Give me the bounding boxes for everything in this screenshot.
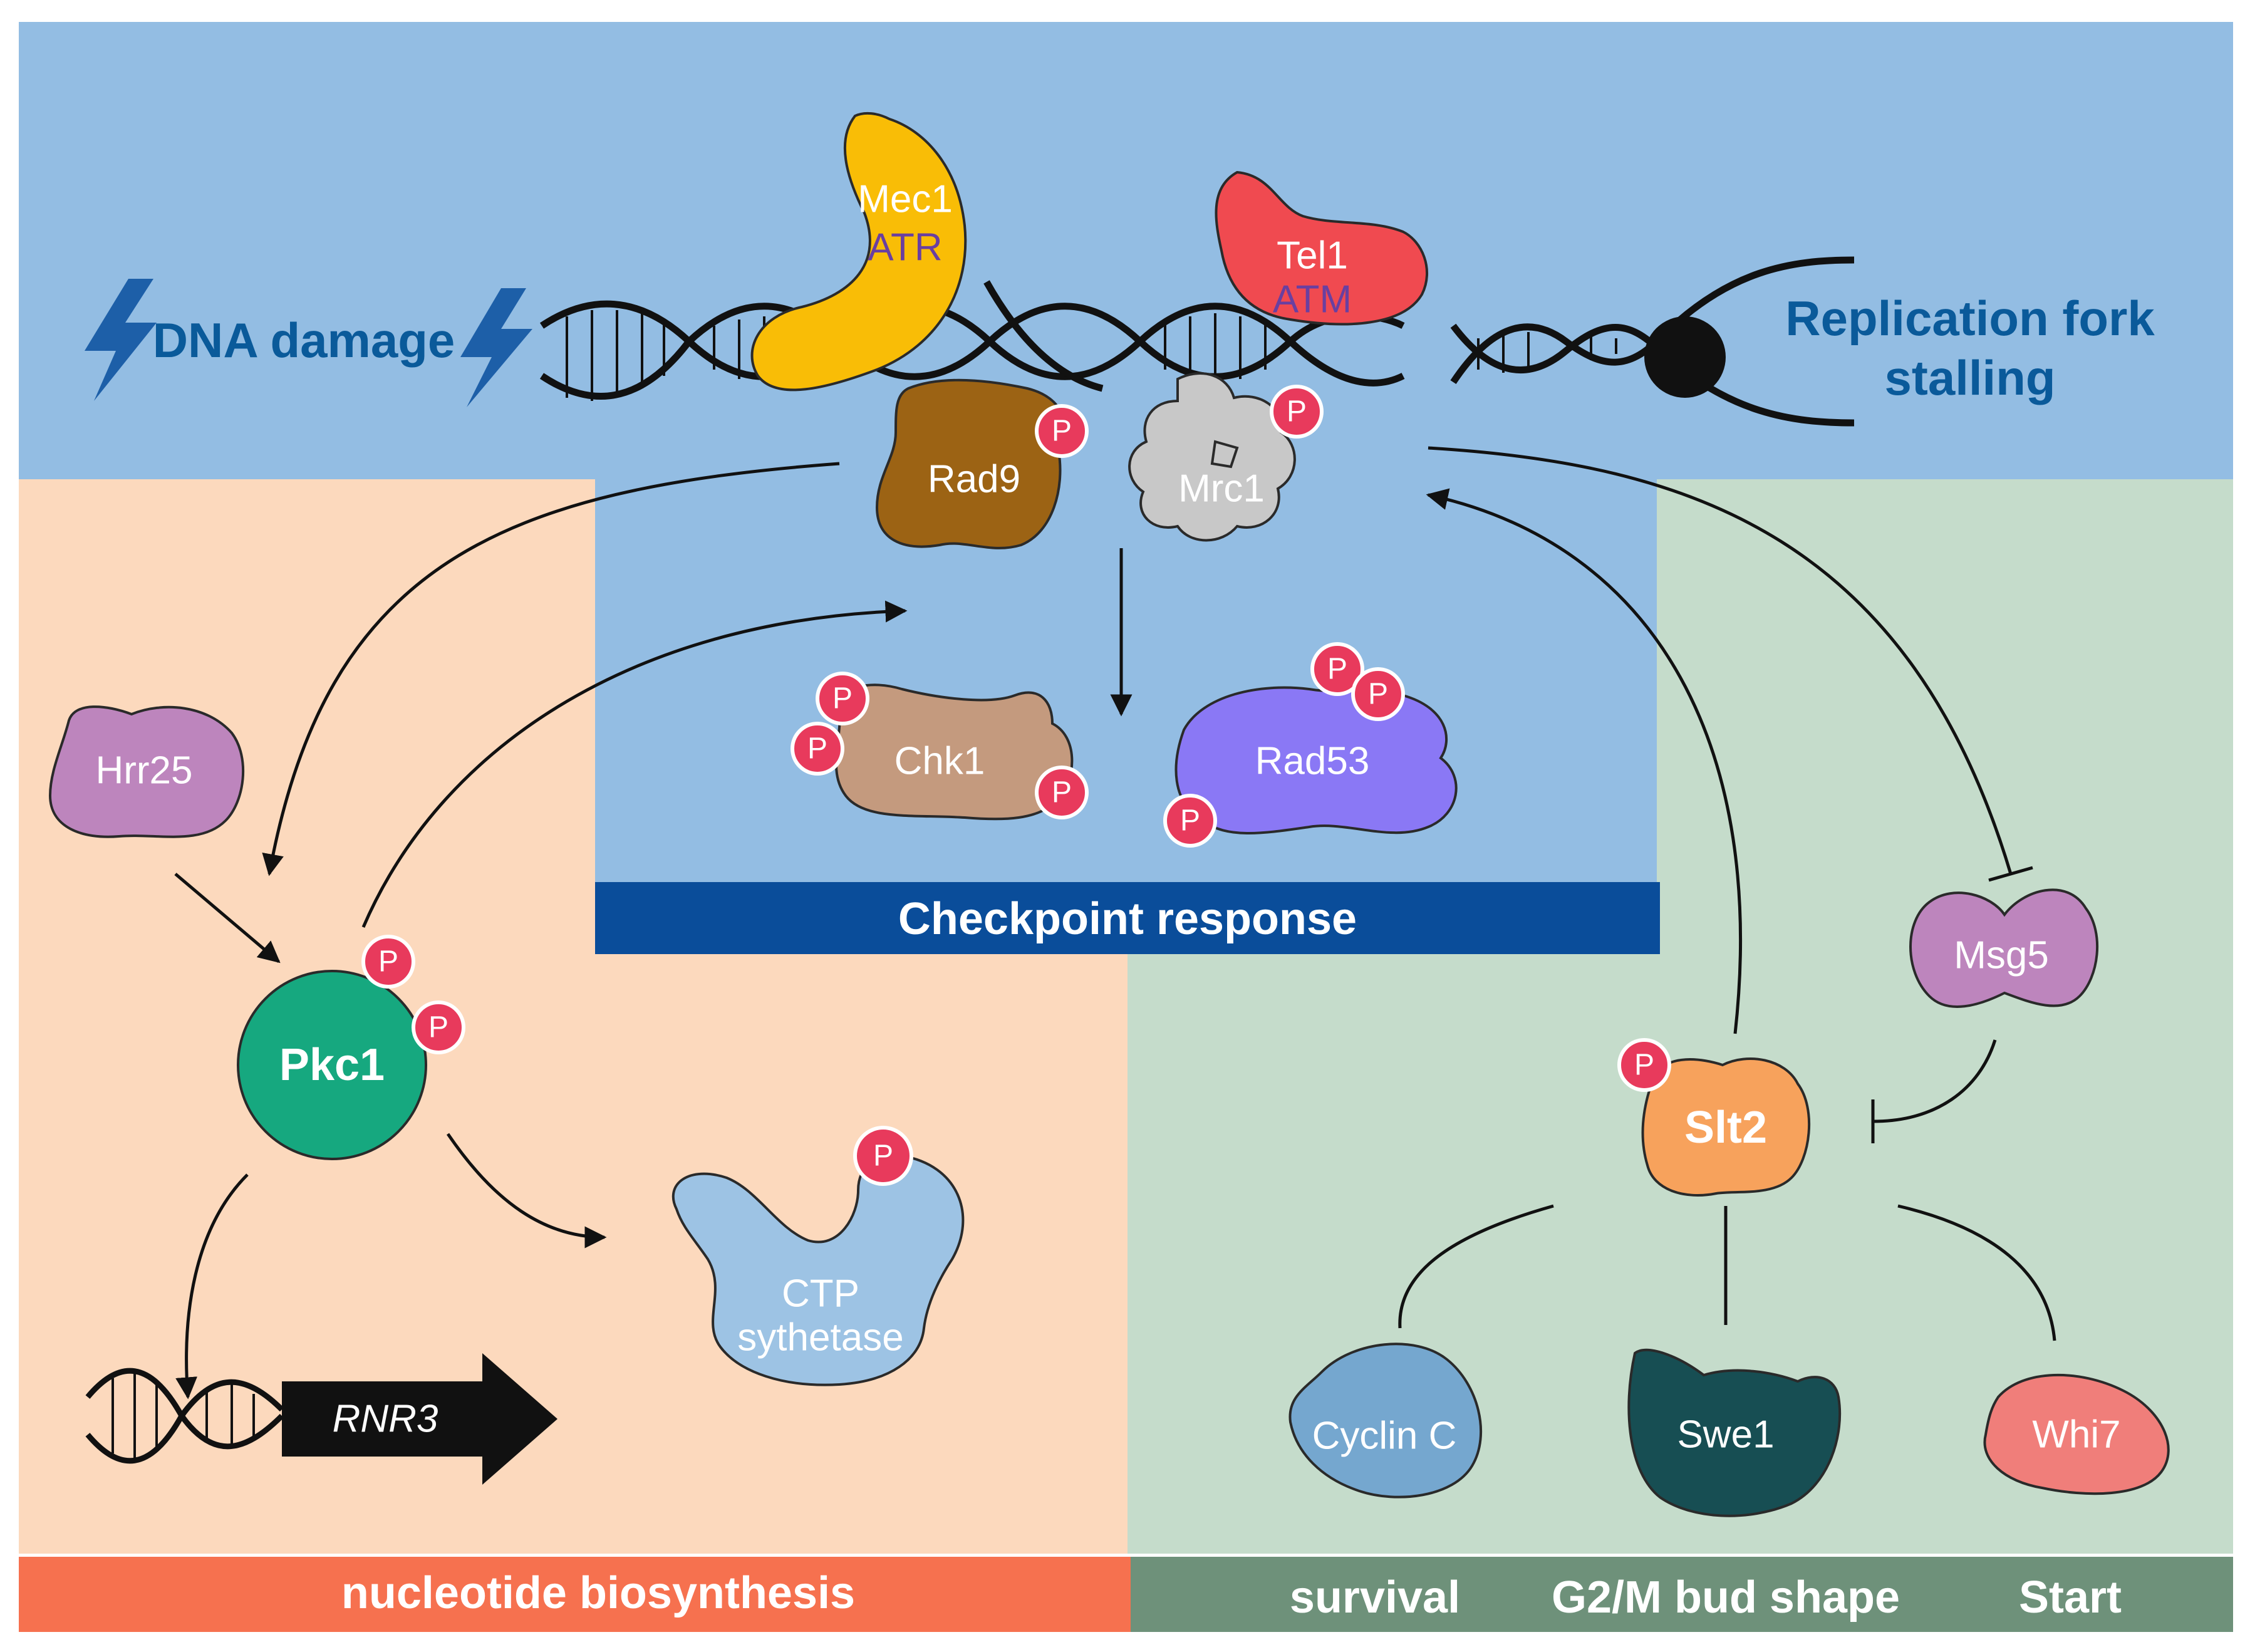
chk1-phospho-3 [1035, 766, 1089, 819]
dna-helix [539, 256, 1855, 427]
hrr25-label: Hrr25 [95, 749, 192, 792]
rad9-label: Rad9 [928, 458, 1020, 501]
replication-fork-block-icon [1644, 316, 1726, 398]
hrr25-protein [48, 705, 245, 838]
survival-label: survival [1290, 1572, 1460, 1623]
g2m-label: G2/M bud shape [1552, 1572, 1900, 1623]
rad9-phospho [1035, 404, 1089, 458]
mrc1-phospho [1270, 385, 1324, 439]
link-slt2-to-cyclin-c [1398, 1204, 1554, 1329]
rnr3-gene-dna [85, 1368, 284, 1464]
arrow-rad9-to-pkc1 [262, 462, 840, 876]
green-bar [1131, 1557, 2233, 1632]
pkc1-label: Pkc1 [279, 1040, 385, 1090]
chk1-phospho-1-label: P [832, 682, 853, 715]
lightning-icon-right [460, 288, 532, 407]
arrow-pkc1-to-rnr3 [175, 1173, 249, 1400]
pkc1-protein [237, 970, 427, 1160]
slt2-label: Slt2 [1684, 1103, 1767, 1153]
start-label: Start [2019, 1572, 2122, 1623]
swe1-label: Swe1 [1677, 1413, 1774, 1457]
arrow-pkc1-to-ctp [446, 1133, 607, 1249]
rad53-phospho-2 [1351, 667, 1405, 721]
rad53-phospho-3 [1163, 794, 1217, 848]
rad9-phospho-label: P [1052, 415, 1072, 448]
rad53-label: Rad53 [1255, 740, 1370, 783]
msg5-protein [1909, 888, 2099, 1008]
rad53-phospho-1 [1310, 642, 1364, 696]
pkc1-phospho-2 [412, 1000, 465, 1054]
chk1-phospho-2-label: P [807, 732, 827, 766]
atr-label: ATR [868, 226, 942, 269]
slt2-phospho-label: P [1634, 1049, 1654, 1082]
pkc1-phospho-2-label: P [428, 1011, 448, 1044]
ctp-label-line2: sythetase [737, 1316, 903, 1359]
checkpoint-bar-label: Checkpoint response [898, 894, 1357, 944]
link-slt2-to-whi7 [1897, 1204, 2056, 1341]
inhibit-msg5-bar [1988, 866, 2033, 882]
mec1-protein [750, 112, 967, 392]
pkc1-phospho-1-label: P [378, 945, 398, 979]
inhibit-checkpoint-to-msg5 [1428, 446, 2013, 875]
ctp-label-line1: CTP [782, 1272, 859, 1316]
fork-stalling-label-line2: stalling [1884, 350, 2055, 405]
tel1-label: Tel1 [1277, 234, 1348, 278]
pkc1-phospho-1 [361, 935, 415, 989]
whi7-protein [1983, 1373, 2170, 1495]
chk1-phospho-2 [791, 722, 844, 776]
ctp-phospho [853, 1126, 913, 1186]
fork-stalling-label-line1: Replication fork [1785, 291, 2155, 346]
slt2-protein [1641, 1057, 1811, 1197]
checkpoint-bar [595, 882, 1660, 954]
rnr3-gene-arrow [282, 1353, 557, 1485]
ctp-phospho-label: P [873, 1140, 893, 1173]
mrc1-label: Mrc1 [1178, 467, 1265, 511]
checkpoint-region [19, 22, 2233, 952]
rnr3-label: RNR3 [333, 1398, 438, 1441]
swe1-protein [1627, 1348, 1842, 1517]
rad9-protein [875, 378, 1066, 549]
rad53-phospho-3-label: P [1180, 804, 1200, 838]
rad53-phospho-1-label: P [1327, 653, 1347, 686]
chk1-label: Chk1 [894, 740, 985, 783]
mrc1-center-mark [1210, 440, 1239, 469]
nucleotide-bar [19, 1557, 1131, 1632]
slt2-phospho [1617, 1038, 1671, 1092]
inhibit-msg5-to-slt2 [1872, 1039, 1997, 1123]
arrow-hrr25-to-pkc1 [174, 873, 281, 964]
whi7-label: Whi7 [2032, 1413, 2120, 1457]
atm-label: ATM [1273, 278, 1352, 321]
chk1-phospho-3-label: P [1052, 776, 1072, 809]
nucleotide-bar-label: nucleotide biosynthesis [341, 1568, 855, 1618]
tel1-protein [1215, 170, 1428, 326]
chk1-phospho-1 [816, 672, 869, 725]
rad53-phospho-2-label: P [1368, 678, 1388, 711]
ctp-sythetase-protein [671, 1154, 965, 1386]
arrow-pkc1-to-checkpoint [361, 600, 908, 928]
mec1-label: Mec1 [858, 178, 953, 221]
mrc1-phospho-label: P [1287, 395, 1307, 429]
lightning-icon-left [85, 279, 157, 401]
cyclin-c-label: Cyclin C [1312, 1415, 1457, 1458]
dna-damage-label: DNA damage [153, 313, 455, 368]
arrow-slt2-to-checkpoint [1426, 488, 1743, 1034]
msg5-label: Msg5 [1954, 934, 2049, 977]
cyclin-c-protein [1288, 1343, 1483, 1499]
